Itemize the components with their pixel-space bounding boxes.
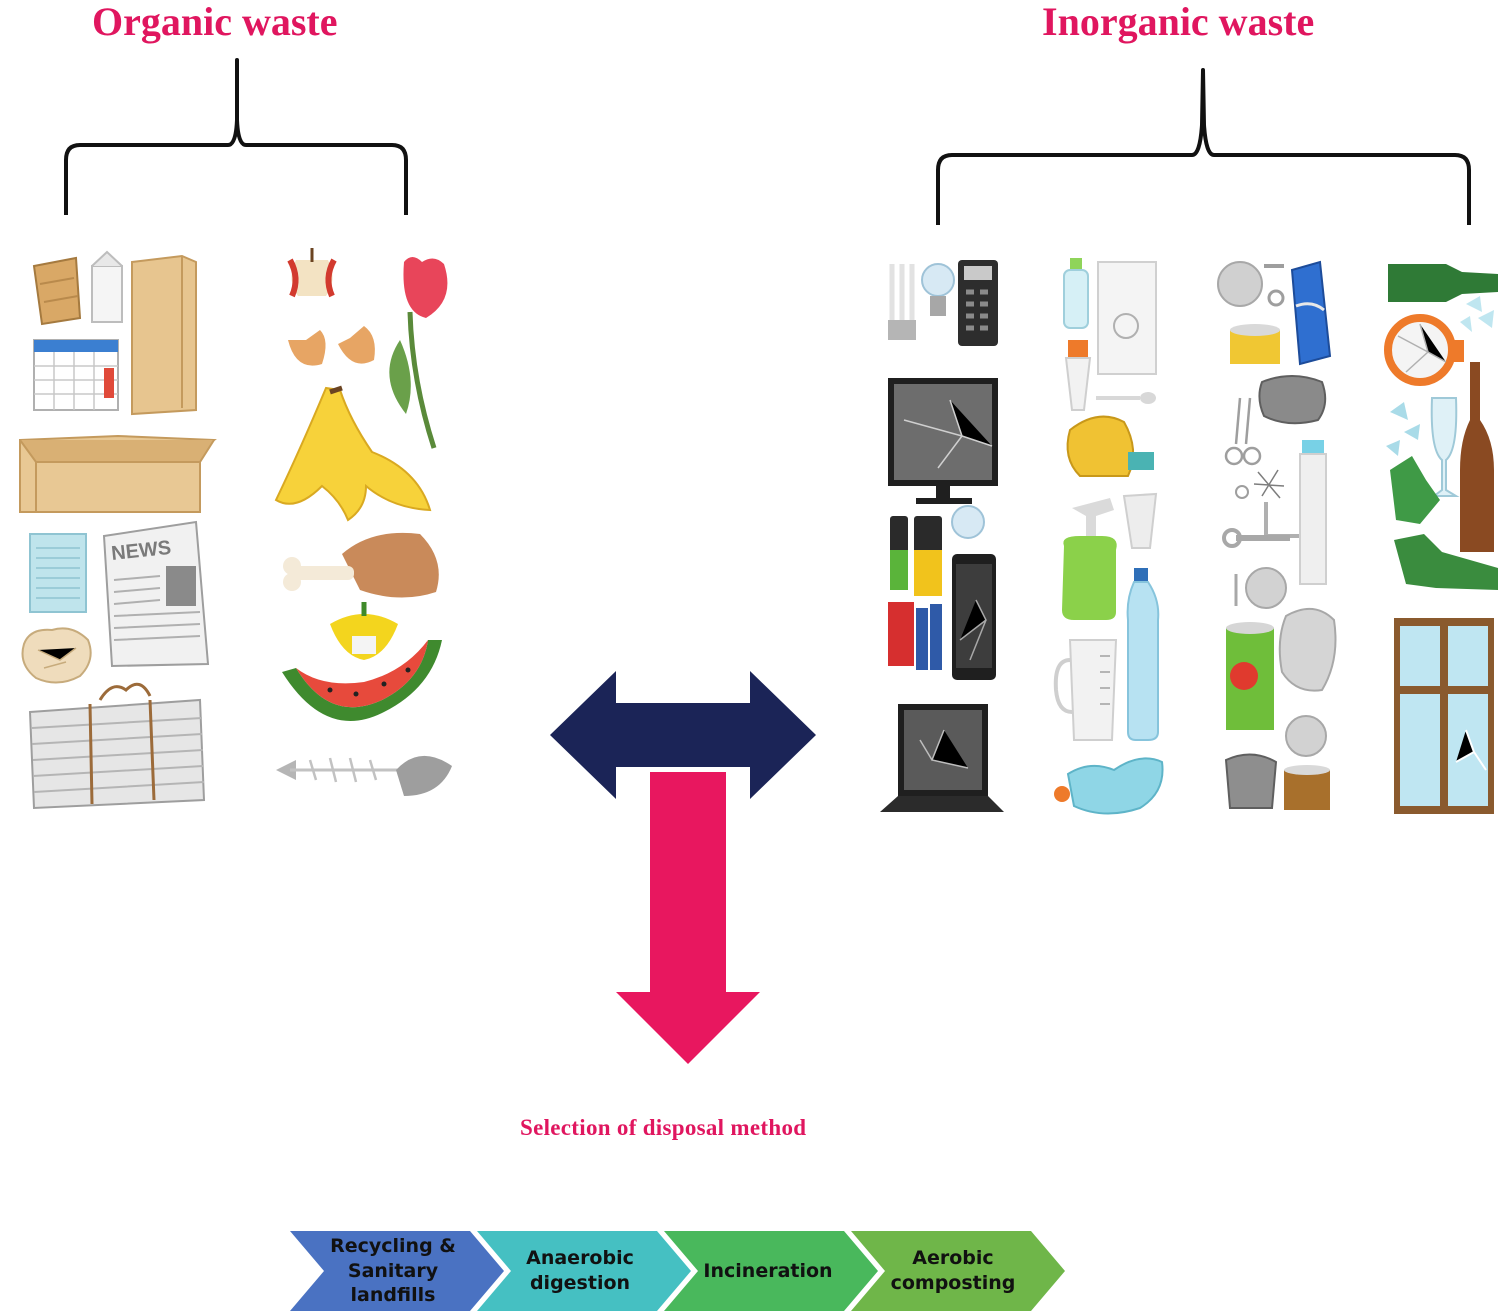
plastic-cup-icon <box>1122 492 1158 549</box>
allen-key-icon <box>1264 502 1300 538</box>
banana-peel-icon <box>274 385 432 522</box>
paper-bundle-icon <box>28 682 206 810</box>
spoon-icon <box>1096 392 1156 404</box>
light-bulb-icon <box>888 263 955 340</box>
chevron-recycling <box>290 1231 504 1311</box>
plastic-bottle-icon <box>1063 258 1089 329</box>
crushed-bottle-icon <box>1066 415 1154 477</box>
fish-bone-icon <box>276 755 452 796</box>
newspaper-icon: NEWS <box>102 520 210 668</box>
tin-can-icon <box>1217 261 1285 364</box>
water-bottle-icon <box>1126 568 1160 741</box>
paper-bag-icon <box>131 254 197 416</box>
scissors-icon <box>1224 397 1262 466</box>
glass-shards-icon <box>1460 296 1494 332</box>
cardboard-box-icon <box>19 434 217 513</box>
crumpled-cup-icon <box>32 256 82 326</box>
aerosol-can-icon <box>1299 440 1327 585</box>
plastic-bag-icon <box>1097 261 1157 375</box>
chicken-bone-icon <box>283 532 439 598</box>
battery-icon <box>888 505 985 670</box>
canned-food-icon <box>1226 622 1274 730</box>
soda-can-icon <box>1290 260 1332 366</box>
chevron-incineration <box>664 1231 878 1311</box>
apple-core-icon <box>287 248 337 298</box>
watermelon-rind-icon <box>282 640 442 721</box>
calendar-icon <box>33 339 119 411</box>
spray-bottle-icon <box>1062 498 1117 620</box>
milk-carton-icon <box>91 250 123 323</box>
crumpled-paper-icon <box>21 627 92 684</box>
chevron-anaerobic <box>477 1231 691 1311</box>
bidirectional-arrow <box>550 671 816 799</box>
down-arrow <box>616 772 760 1064</box>
notepad-icon <box>29 533 87 613</box>
inorganic-waste-heading: Inorganic waste <box>1042 0 1315 44</box>
tulip-icon <box>389 257 448 449</box>
broken-clock-icon <box>1384 314 1464 386</box>
brown-bottle-icon <box>1460 362 1494 552</box>
broken-green-glass-icon <box>1390 456 1498 590</box>
wrench-icon <box>1222 528 1290 548</box>
scrap-metal-icon <box>1235 469 1285 499</box>
chevron-label-anaerobic: Anaerobic digestion <box>526 1247 634 1294</box>
green-bottle-icon <box>1388 264 1498 302</box>
chevron-aerobic <box>851 1231 1065 1311</box>
broken-window-icon <box>1394 618 1494 814</box>
tube-icon <box>1064 340 1092 411</box>
pepper-core-icon <box>330 602 398 660</box>
chevron-label-incineration: Incineration <box>703 1259 833 1282</box>
broken-laptop-icon <box>880 704 1004 812</box>
broken-monitor-icon <box>888 378 998 504</box>
disposal-selection-label: Selection of disposal method <box>520 1115 807 1140</box>
broken-phone-icon <box>952 554 996 680</box>
organic-waste-heading: Organic waste <box>92 0 338 44</box>
wine-glass-icon <box>1430 397 1460 497</box>
measuring-jug-icon <box>1053 639 1118 741</box>
calculator-icon <box>958 260 998 346</box>
eggshell-icon <box>288 326 375 366</box>
crumpled-bottle-icon <box>1054 757 1164 815</box>
can-lid-icon <box>1234 567 1287 609</box>
chevron-label-recycling: Recycling & Sanitary landfills <box>330 1234 456 1307</box>
inorganic-bracket <box>936 68 1471 225</box>
organic-bracket <box>64 58 408 215</box>
metal-can-icon <box>1224 715 1330 810</box>
chevron-label-aerobic: Aerobic composting <box>890 1247 1016 1294</box>
glass-fragments-icon <box>1386 402 1420 456</box>
crushed-tin-icon <box>1278 608 1337 692</box>
crushed-can-icon <box>1258 375 1327 425</box>
